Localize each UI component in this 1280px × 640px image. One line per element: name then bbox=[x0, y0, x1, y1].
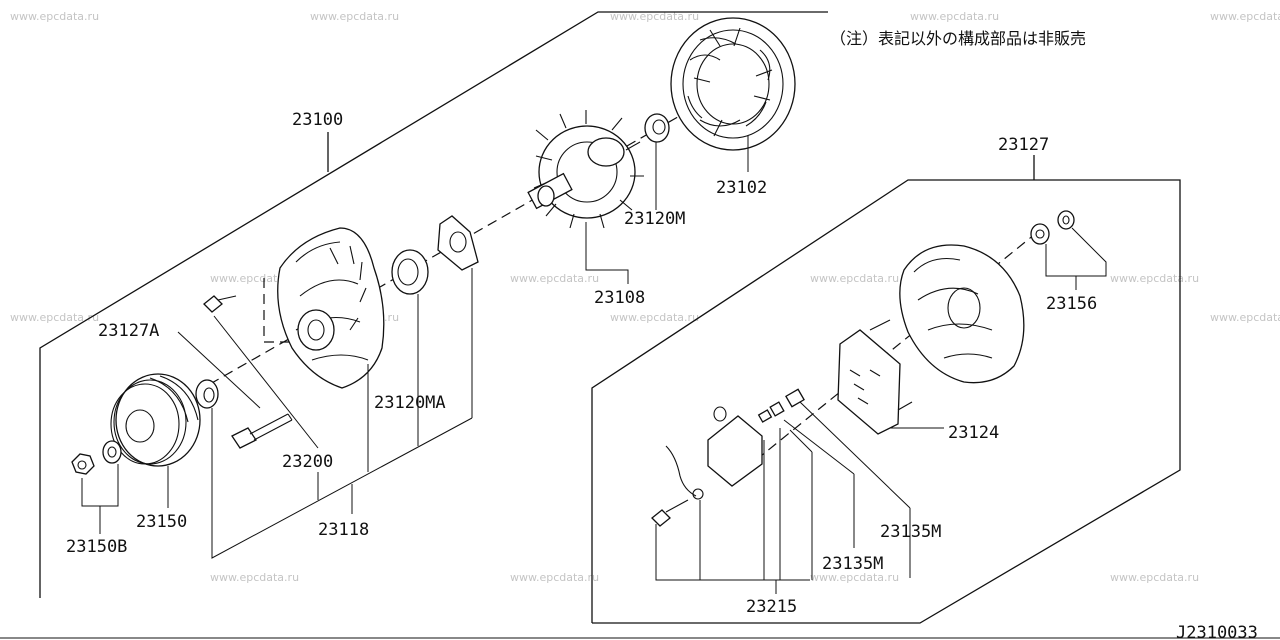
label-23108: 23108 bbox=[594, 288, 645, 308]
retainer-plate bbox=[437, 215, 479, 271]
watermark: www.epcdata.ru bbox=[210, 571, 299, 584]
label-23156: 23156 bbox=[1046, 294, 1097, 314]
nuts-23156 bbox=[1030, 210, 1075, 245]
drawing-id: J2310033 bbox=[1176, 623, 1258, 640]
label-23127A: 23127A bbox=[98, 321, 159, 341]
watermark: www.epcdata.ru bbox=[10, 10, 99, 23]
bearing-23120MA bbox=[391, 249, 429, 295]
label-23150B: 23150B bbox=[66, 537, 127, 557]
bolt-23200 bbox=[203, 295, 237, 313]
stator-23102 bbox=[670, 17, 796, 151]
pulley-23150 bbox=[110, 373, 201, 467]
rectifier-23124 bbox=[837, 319, 913, 435]
watermark: www.epcdata.ru bbox=[510, 272, 599, 285]
label-23215: 23215 bbox=[746, 597, 797, 617]
leader-lines bbox=[81, 135, 1107, 594]
label-23135M-upper: 23135M bbox=[880, 522, 941, 542]
spacer-ring bbox=[195, 379, 219, 409]
watermark: www.epcdata.ru bbox=[510, 571, 599, 584]
nut-23150B bbox=[71, 440, 122, 475]
label-23102: 23102 bbox=[716, 178, 767, 198]
brush-holder-23215 bbox=[651, 406, 763, 527]
label-23127: 23127 bbox=[998, 135, 1049, 155]
watermark: www.epcdata.ru bbox=[1210, 10, 1280, 23]
rear-cover-23127 bbox=[899, 244, 1025, 384]
label-23150: 23150 bbox=[136, 512, 187, 532]
rotor-23108 bbox=[527, 110, 644, 229]
axis-line-bracket bbox=[263, 278, 294, 343]
watermark: www.epcdata.ru bbox=[210, 272, 299, 285]
brushes-23135M bbox=[757, 388, 805, 423]
watermark: www.epcdata.ru bbox=[1110, 272, 1199, 285]
label-23124: 23124 bbox=[948, 423, 999, 443]
bearing-23120M bbox=[644, 113, 670, 143]
label-23135M-lower: 23135M bbox=[822, 554, 883, 574]
label-23100: 23100 bbox=[292, 110, 343, 130]
watermark: www.epcdata.ru bbox=[310, 10, 399, 23]
rear-assembly-frame bbox=[591, 179, 1181, 624]
through-bolt-23127A bbox=[231, 413, 293, 449]
watermark: www.epcdata.ru bbox=[910, 10, 999, 23]
front-housing-23118 bbox=[277, 227, 385, 389]
main-assembly-frame bbox=[39, 11, 828, 598]
watermark: www.epcdata.ru bbox=[10, 311, 99, 324]
label-23120M: 23120M bbox=[624, 209, 685, 229]
label-23120MA: 23120MA bbox=[374, 393, 446, 413]
part-labels: 23100 23102 23120M 23108 23127 23156 231… bbox=[66, 110, 1097, 617]
watermark: www.epcdata.ru bbox=[810, 571, 899, 584]
watermark: www.epcdata.ru bbox=[1210, 311, 1280, 324]
watermark: www.epcdata.ru bbox=[610, 10, 699, 23]
note-text: （注）表記以外の構成部品は非販売 bbox=[830, 29, 1086, 48]
watermark: www.epcdata.ru bbox=[810, 272, 899, 285]
label-23118: 23118 bbox=[318, 520, 369, 540]
label-23200: 23200 bbox=[282, 452, 333, 472]
watermark: www.epcdata.ru bbox=[1110, 571, 1199, 584]
watermark: www.epcdata.ru bbox=[610, 311, 699, 324]
